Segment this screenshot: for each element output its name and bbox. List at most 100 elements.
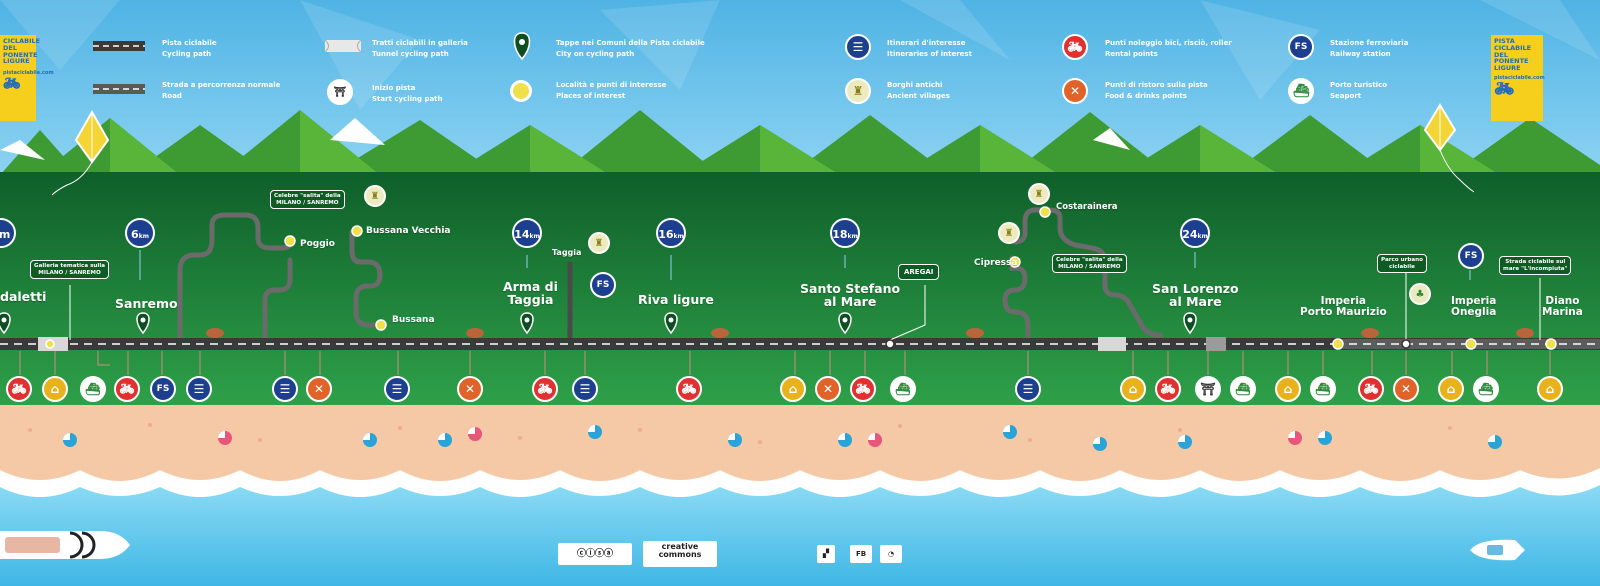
fork-knife-icon: ✕ (1393, 376, 1419, 402)
km-badge-18: 18km (830, 218, 860, 248)
town-santo-stefano: Santo Stefano al Mare (800, 281, 901, 310)
speedboat-icon (1470, 539, 1525, 561)
village-house-icon: ⌂ (1275, 376, 1301, 402)
kite-right (1423, 103, 1475, 193)
village-house-icon: ⌂ (1537, 376, 1563, 402)
castle-icon: ♜ (364, 185, 386, 207)
signpost-icon: ☰ (384, 376, 410, 402)
town-sanremo: Sanremo (115, 296, 178, 311)
village-house-icon: ⌂ (42, 376, 68, 402)
town-arma-di-taggia: Arma di Taggia (503, 279, 558, 308)
bicycle-icon: 🚲︎ (1062, 34, 1088, 60)
village-house-icon: ⌂ (1438, 376, 1464, 402)
km-badge-6: 6km (125, 218, 155, 248)
village-house-icon: ⌂ (1120, 376, 1146, 402)
callout-parco: Parco urbano ciclabile (1377, 254, 1427, 274)
boat-icon: ⛴ (1310, 376, 1336, 402)
legend-cycle-path-sample (93, 41, 145, 51)
creative-commons-logo: creative commons (643, 541, 717, 567)
castle-icon: ♜ (1028, 183, 1050, 205)
park-icon: ♣ (1409, 283, 1431, 305)
fork-knife-icon: ✕ (457, 376, 483, 402)
town-bussana: Bussana (392, 315, 435, 325)
legend-road-sample (93, 84, 145, 94)
town-poggio: Poggio (300, 239, 335, 249)
bicycle-icon: 🚲︎ (532, 376, 558, 402)
cc-license-badge: ⓒⓘⓢⓐ (558, 543, 632, 565)
signpost-icon: ☰ (186, 376, 212, 402)
signpost-icon: ☰ (272, 376, 298, 402)
bicycle-icon: 🚲︎ (676, 376, 702, 402)
callout-salita-cipressa: Celebre "salita" della MILANO / SANREMO (1052, 254, 1127, 274)
gate-icon: ⛩ (1195, 376, 1221, 402)
gate-icon: ⛩ (327, 79, 353, 105)
bicycle-icon: 🚲︎ (6, 376, 32, 402)
callout-strada-mare: Strada ciclabile sul mare "L'incompiuta" (1499, 256, 1572, 276)
brand-logo-left: CICLABILE DEL PONENTE LIGURE pistaciclab… (0, 35, 54, 121)
signpost-icon: ☰ (572, 376, 598, 402)
town-costarainera: Costarainera (1056, 202, 1118, 212)
km-badge-14: 14km (512, 218, 542, 248)
sponsor-logo-fb: FB (850, 545, 872, 563)
boat-icon: ⛴ (1288, 78, 1314, 104)
town-imperia-oneglia: Imperia Oneglia (1451, 295, 1497, 319)
map-pin-icon (509, 30, 535, 62)
fork-knife-icon: ✕ (1062, 78, 1088, 104)
place-of-interest-icon (510, 80, 532, 102)
city-pins (0, 312, 1197, 335)
beach-umbrellas (63, 425, 1502, 451)
boat-icon: ⛴ (80, 376, 106, 402)
callout-aregai: AREGAI (898, 264, 940, 281)
railway-station-icon: FS (1458, 243, 1484, 269)
railway-station-icon: FS (590, 272, 616, 298)
brand-logo-right: PISTA CICLABILE DEL PONENTE LIGURE pista… (1491, 35, 1545, 121)
kite-left (51, 109, 110, 196)
bicycle-icon: 🚲︎ (1358, 376, 1384, 402)
km-badge-16: 16km (656, 218, 686, 248)
fork-knife-icon: ✕ (815, 376, 841, 402)
signpost-icon: ☰ (1015, 376, 1041, 402)
castle-icon: ♜ (845, 78, 871, 104)
signpost-icon: ☰ (845, 34, 871, 60)
railway-station-icon: FS (1288, 34, 1314, 60)
town-cipressa: Cipressa (974, 258, 1018, 268)
castle-icon: ♜ (998, 222, 1020, 244)
sponsor-logo-1: ▞ (817, 545, 835, 563)
boat-icon: ⛴ (1230, 376, 1256, 402)
town-bussana-vecchia: Bussana Vecchia (366, 226, 451, 236)
uphill-roads (177, 207, 1163, 343)
town-ospedaletti: daletti (0, 289, 47, 304)
bicycle-icon: 🚲︎ (114, 376, 140, 402)
castle-icon: ♜ (588, 232, 610, 254)
sponsor-logo-3: ◔ (880, 545, 902, 563)
boat-icon: ⛴ (1473, 376, 1499, 402)
bicycle-icon: 🚲︎ (850, 376, 876, 402)
ship-icon (0, 531, 130, 559)
town-san-lorenzo: San Lorenzo al Mare (1152, 281, 1239, 310)
town-imperia-porto-maurizio: Imperia Porto Maurizio (1300, 295, 1387, 319)
legend-tunnel-sample (324, 39, 362, 53)
fork-knife-icon: ✕ (306, 376, 332, 402)
callout-galleria: Galleria tematica sulla MILANO / SANREMO (30, 260, 110, 280)
town-taggia: Taggia (552, 248, 582, 257)
bicycle-icon: 🚲︎ (1155, 376, 1181, 402)
boat-icon: ⛴ (890, 376, 916, 402)
town-riva-ligure: Riva ligure (638, 292, 714, 307)
railway-station-icon: FS (150, 376, 176, 402)
town-diano-marina: Diano Marina (1542, 295, 1583, 319)
village-house-icon: ⌂ (780, 376, 806, 402)
